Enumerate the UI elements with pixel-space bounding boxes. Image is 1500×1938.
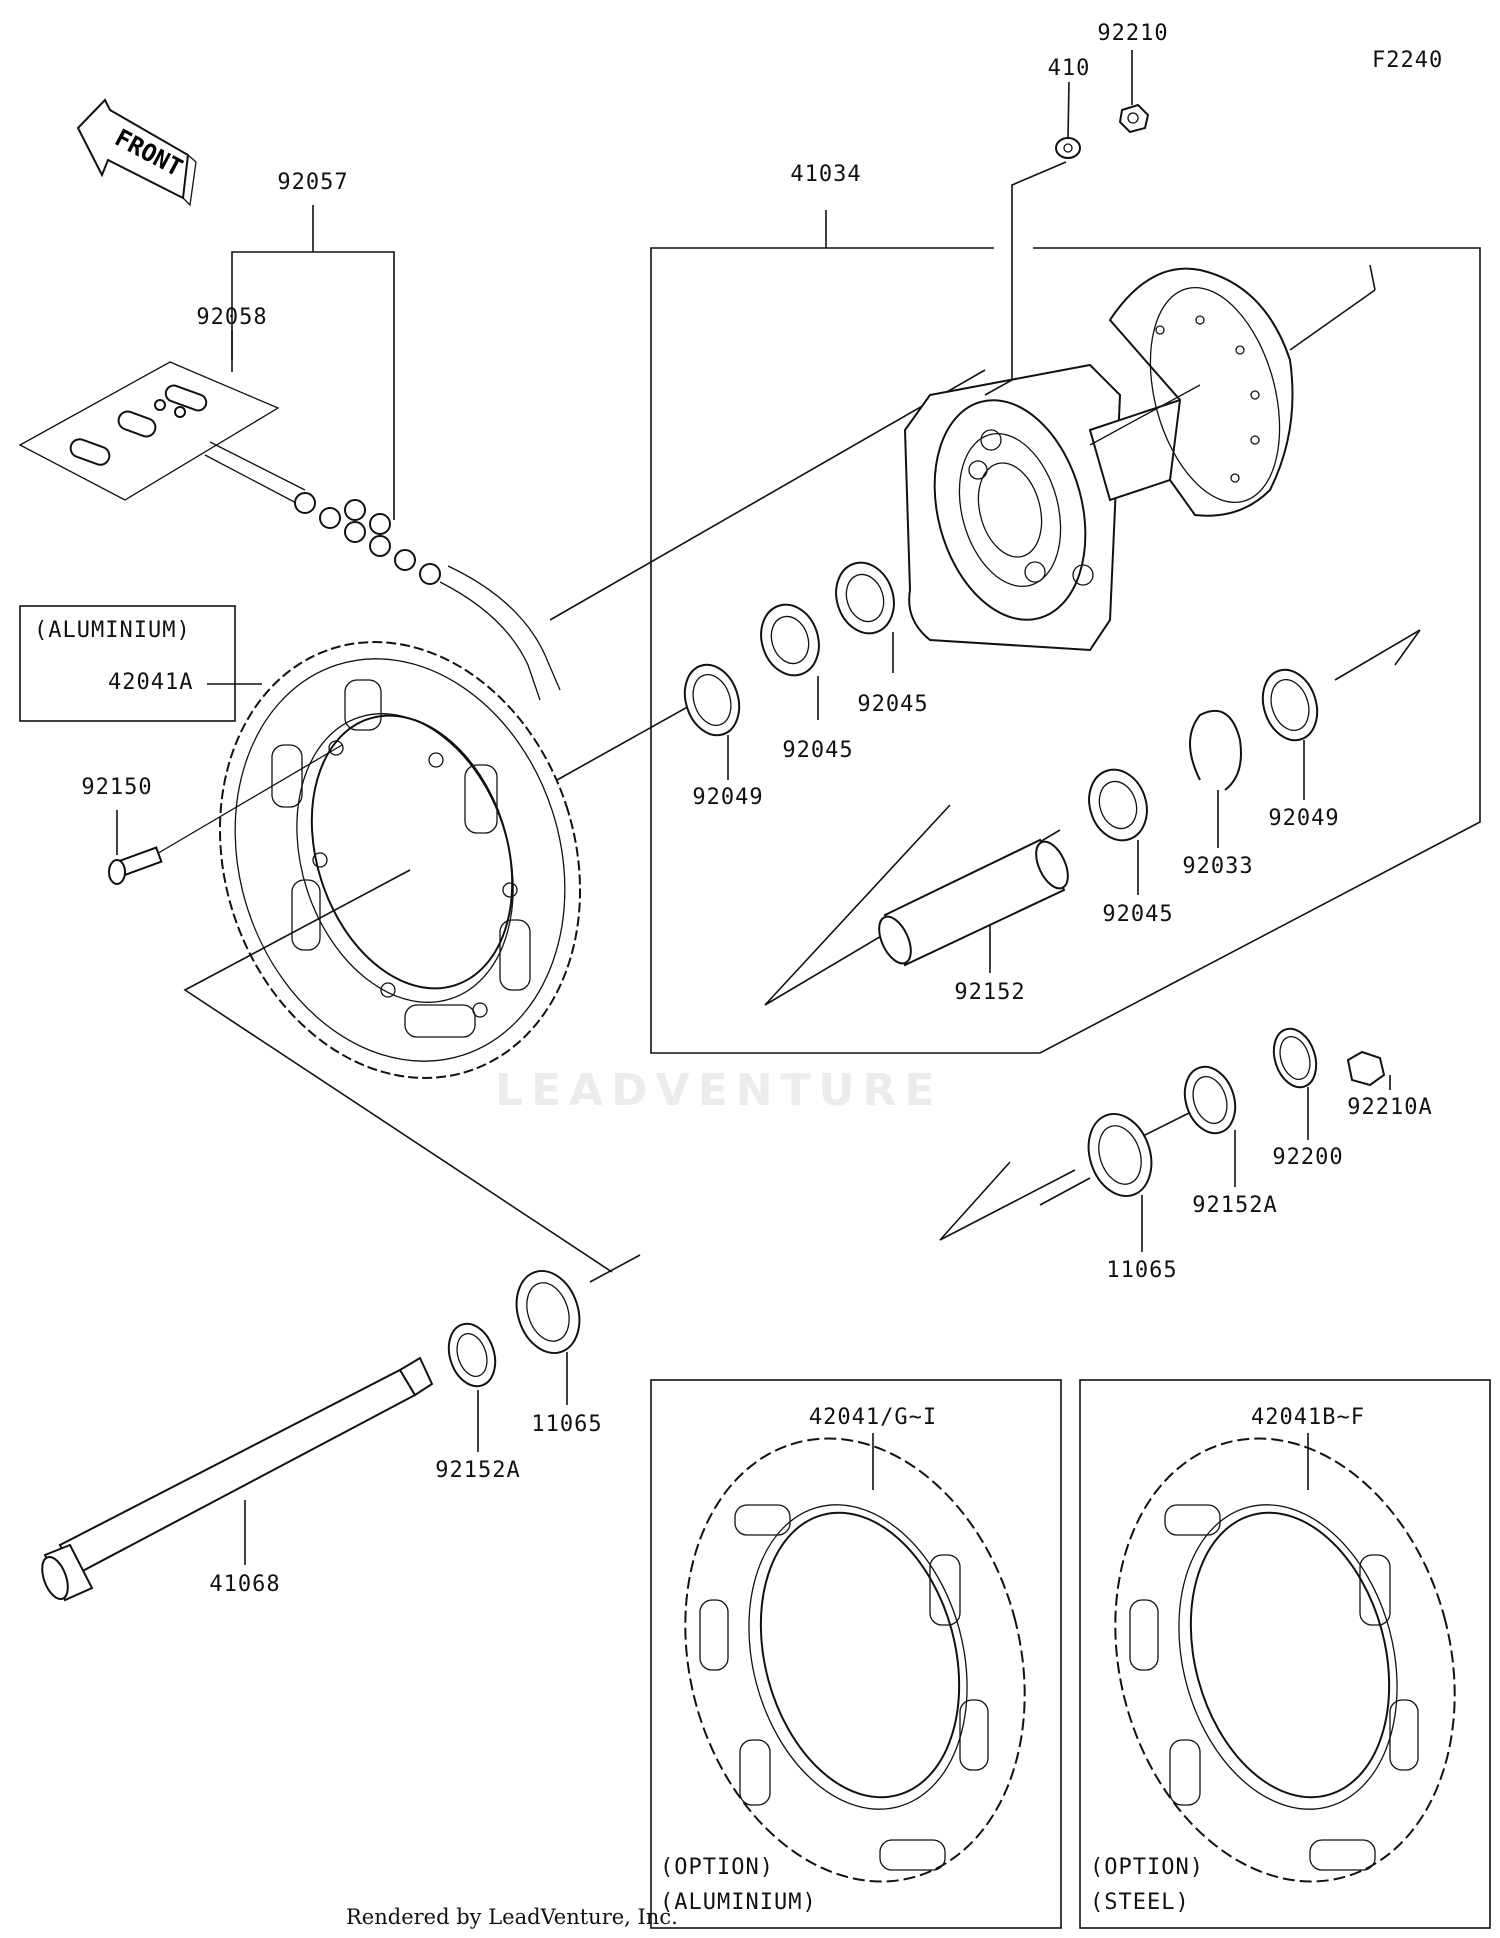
label-92033: 92033: [1182, 854, 1254, 879]
option-sprocket-steel-icon: [1114, 1437, 1456, 1883]
credit-text: Rendered by LeadVenture, Inc.: [346, 1905, 678, 1929]
hub-bearings-right-icon: [1088, 668, 1319, 842]
option-aluminium-line2: (ALUMINIUM): [660, 1890, 817, 1915]
axle-right-parts-icon: [1087, 1027, 1386, 1198]
label-92152A-right: 92152A: [1192, 1193, 1278, 1218]
label-92210A: 92210A: [1347, 1095, 1433, 1120]
option-aluminium-line1: (OPTION): [660, 1855, 774, 1880]
label-41034: 41034: [790, 162, 862, 187]
label-92057: 92057: [277, 170, 349, 195]
option-sprocket-aluminium-icon: [684, 1437, 1026, 1883]
option-steel-part: 42041B~F: [1251, 1405, 1365, 1430]
option-aluminium-part: 42041/G~I: [808, 1405, 938, 1430]
label-92045-b: 92045: [857, 692, 929, 717]
label-92045-a: 92045: [782, 738, 854, 763]
axle-left-parts-icon: [447, 1269, 581, 1388]
option-box-steel: [1079, 1379, 1491, 1929]
rear-axle-icon: [41, 1356, 434, 1602]
label-92200: 92200: [1272, 1145, 1344, 1170]
sprocket-bolt-icon: [108, 744, 343, 885]
front-arrow-icon: FRONT: [76, 98, 197, 207]
label-92152A-left: 92152A: [435, 1458, 521, 1483]
label-410: 410: [1047, 56, 1091, 81]
option-steel-line1: (OPTION): [1090, 1855, 1204, 1880]
label-11065-right: 11065: [1106, 1258, 1178, 1283]
hub-bearings-left-icon: [683, 561, 895, 737]
option-steel-line2: (STEEL): [1090, 1890, 1190, 1915]
label-92210: 92210: [1097, 21, 1169, 46]
hub-assembly-box: [650, 210, 1481, 1054]
rear-sprocket-aluminium-icon: [218, 641, 582, 1079]
label-92152: 92152: [954, 980, 1026, 1005]
chain-master-link-icon: [69, 384, 208, 466]
label-92049-right: 92049: [1268, 806, 1340, 831]
label-92045-c: 92045: [1102, 902, 1174, 927]
option-box-aluminium: [650, 1379, 1062, 1929]
label-92049-left: 92049: [692, 785, 764, 810]
hub-nut-washer-icon: [984, 103, 1150, 396]
label-92058: 92058: [196, 305, 268, 330]
label-92150: 92150: [81, 775, 153, 800]
label-41068: 41068: [209, 1572, 281, 1597]
label-11065-left: 11065: [531, 1412, 603, 1437]
label-42041A: 42041A: [108, 670, 194, 695]
rear-hub-icon: [903, 267, 1294, 652]
aluminium-tag: (ALUMINIUM): [34, 618, 191, 643]
figure-code: F2240: [1372, 48, 1444, 73]
drive-chain-icon: [204, 441, 561, 701]
watermark: LEADVENTURE: [495, 1065, 943, 1116]
hub-spacer-tube-icon: [878, 838, 1069, 967]
